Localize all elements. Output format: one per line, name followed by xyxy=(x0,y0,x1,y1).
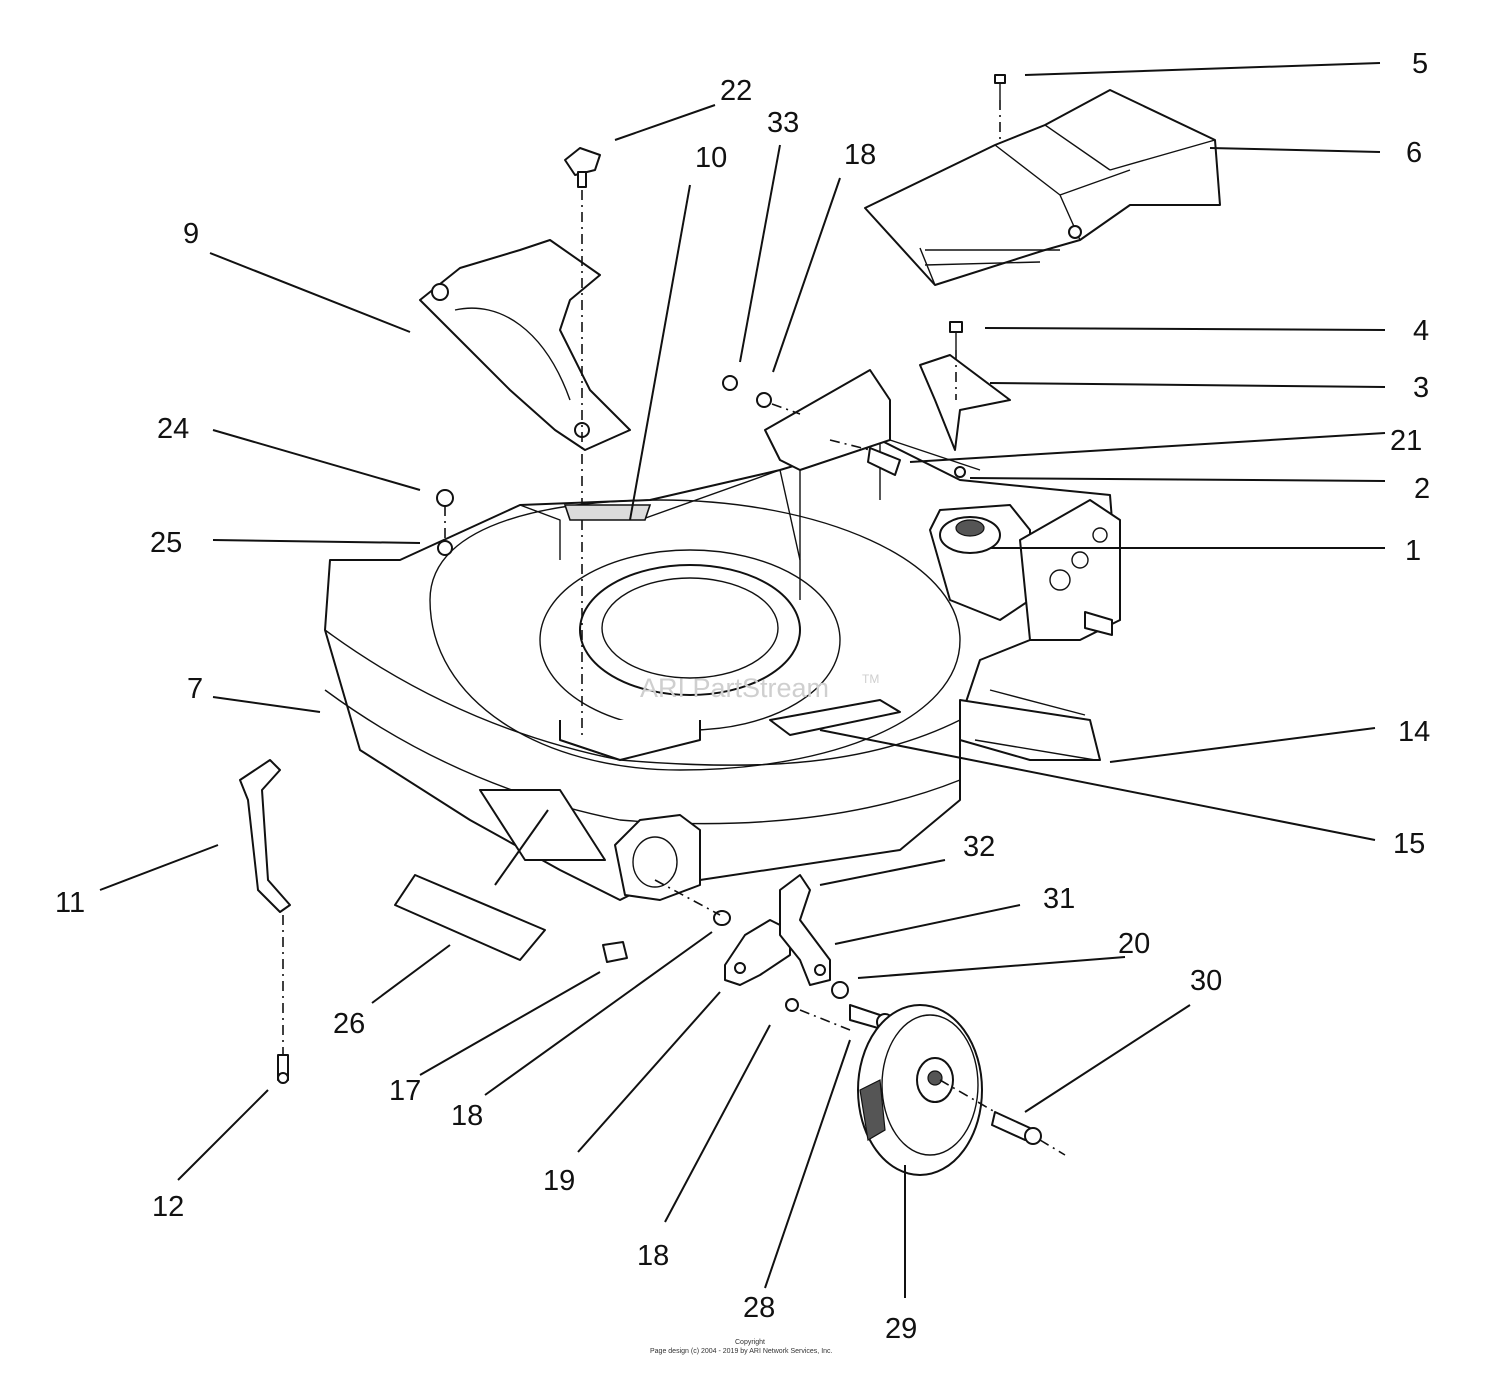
callout-9: 9 xyxy=(183,218,199,250)
callout-20: 20 xyxy=(1118,928,1150,960)
callout-19: 19 xyxy=(543,1165,575,1197)
wheel-29 xyxy=(857,1004,983,1176)
callout-15: 15 xyxy=(1393,828,1425,860)
leader-lines xyxy=(99,62,1386,1298)
washer-18-low xyxy=(785,998,851,1031)
callout-6: 6 xyxy=(1406,137,1422,169)
callout-2: 2 xyxy=(1414,473,1430,505)
callout-1: 1 xyxy=(1405,535,1421,567)
footer-page-design: Page design (c) 2004 - 2019 by ARI Netwo… xyxy=(650,1348,833,1355)
callout-31: 31 xyxy=(1043,883,1075,915)
callout-4: 4 xyxy=(1413,315,1429,347)
bracket-11 xyxy=(239,759,291,1055)
decal-26 xyxy=(394,789,606,961)
screw-12 xyxy=(277,1054,289,1084)
chute-flap xyxy=(419,239,631,451)
decal-10 xyxy=(563,504,652,521)
nut-17 xyxy=(602,941,628,963)
washer-18-top xyxy=(756,392,801,415)
callout-10: 10 xyxy=(695,142,727,174)
callout-11: 11 xyxy=(55,887,85,919)
axle-bolt-30 xyxy=(939,1079,1066,1156)
callout-33: 33 xyxy=(767,107,799,139)
footer-copyright: Copyright xyxy=(735,1339,765,1346)
washer-20 xyxy=(831,981,849,999)
pin-21 xyxy=(829,439,901,476)
callout-14: 14 xyxy=(1398,716,1430,748)
nut-33 xyxy=(722,375,738,391)
watermark-tm: TM xyxy=(862,672,879,686)
washer-25 xyxy=(437,540,453,556)
rear-bar xyxy=(959,689,1101,761)
callout-22: 22 xyxy=(720,75,752,107)
wheel-bracket-31 xyxy=(779,874,831,986)
callout-18-mid: 18 xyxy=(451,1100,483,1132)
callout-28: 28 xyxy=(743,1292,775,1324)
callout-3: 3 xyxy=(1413,372,1429,404)
axle-bracket-19 xyxy=(724,919,791,986)
rear-cover xyxy=(864,89,1221,286)
callout-25: 25 xyxy=(150,527,182,559)
callout-7: 7 xyxy=(187,673,203,705)
callout-21: 21 xyxy=(1390,425,1422,457)
callout-26: 26 xyxy=(333,1008,365,1040)
bracket-3 xyxy=(919,321,1011,478)
knob-22 xyxy=(564,147,601,740)
drive-assembly xyxy=(929,499,1121,641)
callout-18-top: 18 xyxy=(844,139,876,171)
mower-deck-housing xyxy=(324,369,1121,901)
bolt-24 xyxy=(436,489,454,540)
washer-18-mid xyxy=(654,879,731,926)
callout-24: 24 xyxy=(157,413,189,445)
callout-29: 29 xyxy=(885,1313,917,1345)
callout-17: 17 xyxy=(389,1075,421,1107)
callout-32: 32 xyxy=(963,831,995,863)
decal-15 xyxy=(769,699,901,736)
callout-12: 12 xyxy=(152,1191,184,1223)
bolt-5 xyxy=(994,74,1006,140)
callout-5: 5 xyxy=(1412,48,1428,80)
callout-18-low: 18 xyxy=(637,1240,669,1272)
callout-30: 30 xyxy=(1190,965,1222,997)
watermark: ARI PartStream xyxy=(640,673,829,703)
